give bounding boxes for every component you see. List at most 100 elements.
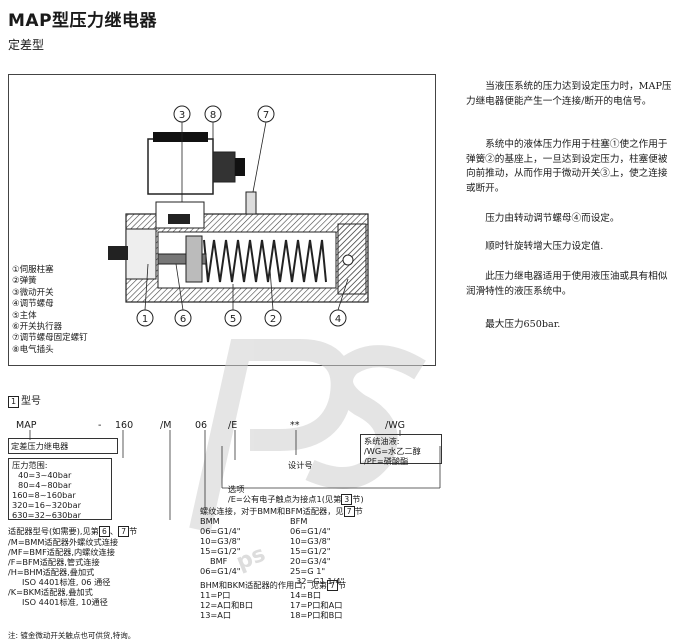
code-part-adapter: /M [160,420,172,431]
callout-3 [173,105,191,123]
pressure-range-item: 320=16~320bar [12,500,81,510]
callout-2-label: 2 [270,314,276,325]
callout-6 [174,309,192,327]
code-part-design: ** [290,420,300,431]
port-item: 13=A口 [200,610,232,620]
description-paragraph: 压力由转动调节螺母④而设定。 [485,213,620,224]
code-part-pressure: 160 [115,420,134,431]
callout-3-label: 3 [179,110,185,121]
code-part-thread: 06 [195,420,208,431]
ports-col-2: 14=B口 17=P口和A口 18=P口和B口 [290,590,390,620]
description-paragraph: 最大压力650bar. [485,319,561,330]
description-paragraph: 当液压系统的压力达到设定压力时，MAP压力继电器便能产生一个连接/断开的电信号。 [466,81,672,107]
ports-col-1: 11=P口 12=A口和B口 13=A口 [200,590,290,620]
legend-item: ⑤主体 [12,310,37,321]
callout-2 [264,309,282,327]
thread-item: 15=G1/2" [290,546,331,556]
electrical-plug [147,132,245,195]
thread-item: 25=G 1" [290,566,326,576]
seal-item: /PE=磷酸酯 [364,456,409,466]
adapter-item: /MF=BMF适配器,内螺纹连接 [8,547,115,557]
thread-item: 10=G3/8" [290,536,331,546]
adjusting-screw [245,191,257,215]
pressure-range-item: 40=3~40bar [18,470,72,480]
thread-item: 15=G1/2" [200,546,241,556]
seal-title: 系统油液: [364,436,400,446]
port-item: 12=A口和B口 [200,600,254,610]
section-number: 1 [8,396,19,408]
thread-item: 06=G1/4" [200,566,241,576]
diagram-legend: ①伺服柱塞 ②弹簧 ③微动开关 ④调节螺母 ⑤主体 ⑥开关执行器 ⑦调节螺母固定… [12,265,88,356]
page-subtitle: 定差型 [8,38,45,52]
main-body [108,213,369,303]
seal-item: /WG=水乙二醇 [364,446,421,456]
section-ref: 7 [326,580,338,591]
code-part-option: /E [228,420,238,431]
micro-switch [155,201,205,229]
callout-4-label: 4 [335,314,341,325]
page-title: MAP型压力继电器 [8,11,158,31]
legend-item: ③微动开关 [12,287,54,298]
type-label: 定差压力继电器 [11,441,69,451]
callout-7-label: 7 [263,110,269,121]
legend-item: ④调节螺母 [12,299,54,310]
thread-col-bfm: BFM 06=G1/4" 10=G3/8" 15=G1/2" 20=G3/4" … [290,516,380,586]
leader-lines [144,121,349,311]
callout-7 [257,105,275,123]
port-item: 18=P口和B口 [290,610,343,620]
callout-8-label: 8 [210,110,216,121]
section-label: 型号 [21,396,41,407]
thread-col-head: BMM [200,516,220,526]
code-leader-lines [29,430,441,520]
pressure-range-box: 压力范围: 40=3~40bar 80=4~80bar 160=8~160bar… [8,458,112,520]
spring [203,239,327,283]
thread-item: 20=G3/4" [290,556,331,566]
thread-item: 06=G1/4" [200,526,241,536]
callout-8 [204,105,222,123]
servo-piston [157,235,207,283]
callout-4 [329,309,347,327]
legend-item: ⑥开关执行器 [12,322,63,333]
pressure-range-item: 80=4~80bar [18,480,72,490]
section-ref: 6 [98,526,110,537]
code-part-map: MAP [16,420,37,431]
callout-6-label: 6 [180,314,186,325]
adapter-item: /M=BMM适配器外螺纹式连接 [8,537,119,547]
footnote: 注: 镀金微动开关触点也可供货,特询。 [8,631,136,640]
pressure-range-title: 压力范围: [12,460,48,470]
adapter-item: /H=BHM适配器,叠加式 [8,567,95,577]
callout-5 [224,309,242,327]
legend-item: ⑧电气插头 [12,344,54,355]
seal-box: 系统油液: /WG=水乙二醇 /PE=磷酸酯 [360,434,442,466]
thread-col-head: BMF [210,556,228,566]
thread-col-bmm: BMM 06=G1/4" 10=G3/8" 15=G1/2" BMF 06=G1… [200,516,290,576]
thread-item: 06=G1/4" [290,526,331,536]
adapter-item: /K=BKM适配器,叠加式 [8,587,93,597]
callout-1 [136,309,154,327]
port-item: 14=B口 [290,590,322,600]
section-ref: 3 [341,494,353,505]
code-part-seal: /WG [385,420,405,431]
adapter-item: ISO 4401标准, 06 通径 [22,577,111,587]
description-paragraph: 顺时针旋转增大压力设定值. [485,241,604,252]
thread-item: 32=G1 1/4" [296,576,345,586]
thread-item: 10=G3/8" [200,536,241,546]
description-paragraph: 系统中的液体压力作用于柱塞①使之作用于弹簧②的基座上，一旦达到设定压力，柱塞便被… [466,139,668,194]
type-box: 定差压力继电器 [8,438,118,454]
section-ref: 7 [118,526,130,537]
legend-item: ⑦调节螺母固定螺钉 [12,333,88,344]
adapter-item: ISO 4401标准, 10通径 [22,597,108,607]
description-paragraph: 此压力继电器适用于使用液压油或具有相似润滑特性的液压系统中。 [466,271,668,297]
code-part-dash: - [98,420,102,431]
callout-5-label: 5 [230,314,236,325]
pressure-range-item: 160=8~160bar [12,490,76,500]
thread-col-head: BFM [290,516,308,526]
